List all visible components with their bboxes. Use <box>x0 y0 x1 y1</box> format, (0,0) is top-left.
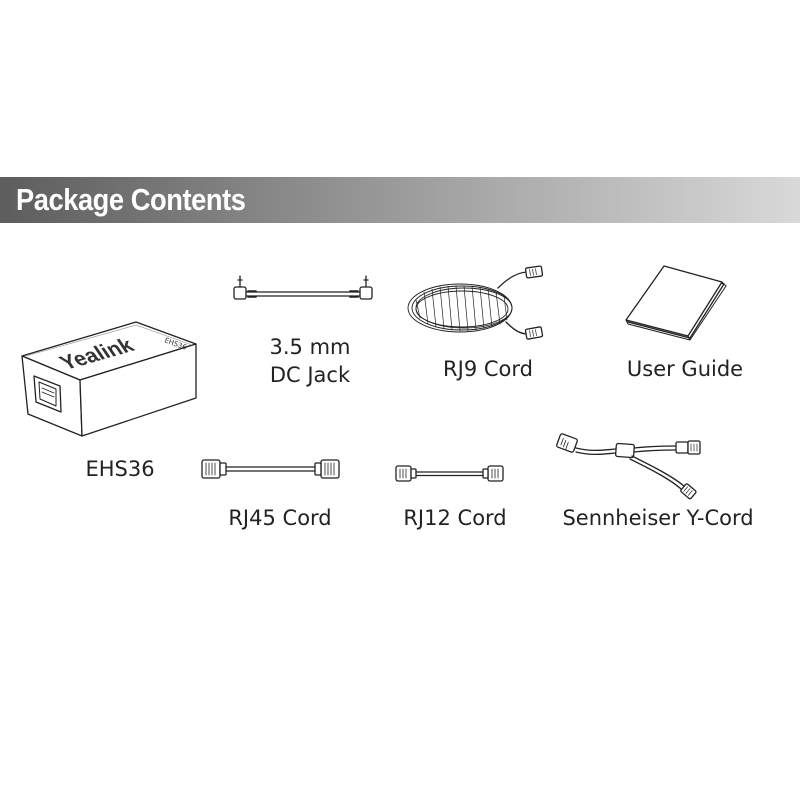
rj9-cord-label: RJ9 Cord <box>443 357 533 381</box>
rj45-cord-illustration <box>201 459 340 479</box>
section-title: Package Contents <box>16 182 246 217</box>
dc-jack-label-line2: DC Jack <box>269 363 351 387</box>
user-guide-booklet-illustration <box>625 265 727 341</box>
section-header-bar: Package Contents <box>0 177 800 223</box>
rj12-cord-illustration <box>395 465 504 482</box>
user-guide-label: User Guide <box>626 357 744 381</box>
rj12-cord-label: RJ12 Cord <box>403 506 507 530</box>
y-cord-label: Sennheiser Y-Cord <box>562 506 754 530</box>
dc-jack-label-line1: 3.5 mm <box>269 335 351 359</box>
ehs36-adapter-illustration: Yealink EHS36 <box>21 321 197 437</box>
rj9-coiled-cord-illustration <box>407 265 544 340</box>
rj45-cord-label: RJ45 Cord <box>228 506 332 530</box>
dc-jack-cable-illustration <box>233 275 373 300</box>
ehs36-label: EHS36 <box>85 457 155 481</box>
sennheiser-y-cord-illustration <box>556 433 701 500</box>
